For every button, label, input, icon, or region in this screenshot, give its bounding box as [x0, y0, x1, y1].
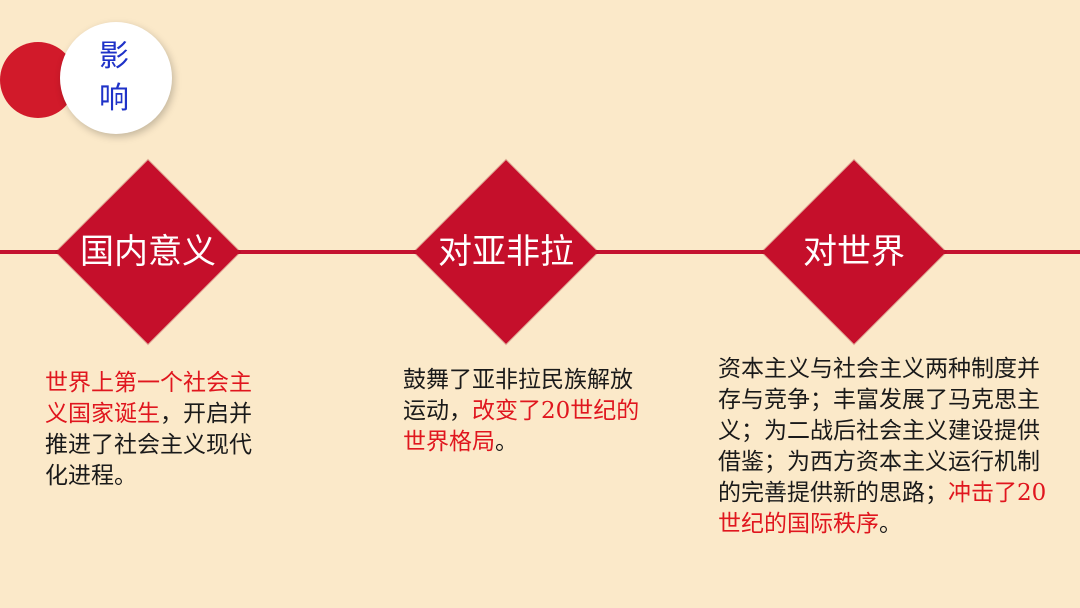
body-text: 。 [879, 511, 902, 537]
section-text-world: 资本主义与社会主义两种制度并存与竞争；丰富发展了马克思主义；为二战后社会主义建设… [718, 354, 1048, 540]
body-text: ，开启并推进了社会主义现代化进程。 [45, 401, 252, 489]
highlight-text: 改变了20世纪的世界格局 [403, 398, 640, 455]
section-text-asia-africa-latin: 鼓舞了亚非拉民族解放运动，改变了20世纪的世界格局。 [403, 365, 651, 458]
section-text-domestic: 世界上第一个社会主义国家诞生，开启并推进了社会主义现代化进程。 [45, 368, 269, 492]
section-label-domestic: 国内意义 [80, 232, 216, 272]
section-label-world: 对世界 [803, 232, 905, 272]
section-label-asia-africa-latin: 对亚非拉 [438, 232, 574, 272]
body-text: 。 [495, 429, 518, 455]
badge-white-circle [60, 22, 172, 134]
highlight-text: 世界上第一个社会主义国家诞生 [45, 370, 252, 427]
body-text: 资本主义与社会主义两种制度并存与竞争；丰富发展了马克思主义；为二战后社会主义建设… [718, 356, 1040, 506]
badge-title: 影响 [99, 39, 129, 116]
highlight-text: 冲击了20世纪的国际秩序 [718, 480, 1047, 537]
body-text: 鼓舞了亚非拉民族解放运动， [403, 367, 633, 424]
